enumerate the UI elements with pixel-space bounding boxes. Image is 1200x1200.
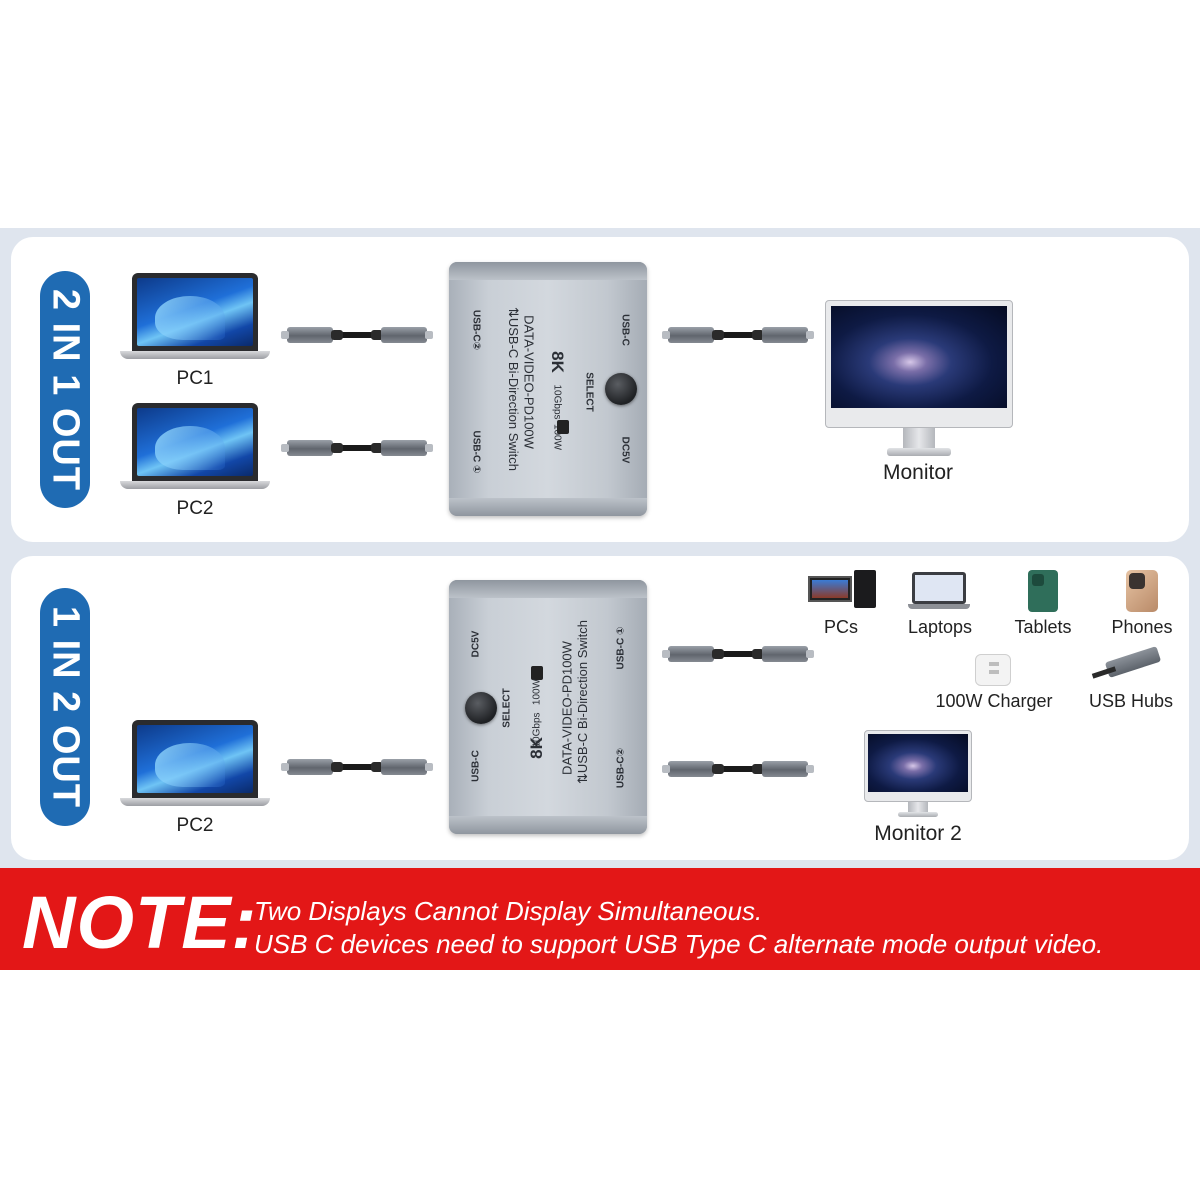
tablet-icon xyxy=(1028,570,1058,612)
port-label-out-2: USB-C② xyxy=(615,747,627,789)
monitor-label: Monitor xyxy=(882,461,954,484)
switch-title: ⇅USB-C Bi-Direction Switch xyxy=(506,306,521,472)
spec-power: 100W xyxy=(531,678,543,706)
port-label-out-1: USB-C ① xyxy=(615,626,627,670)
power-icon xyxy=(531,666,543,680)
switch-subtitle: DATA-VIDEO-PD100W xyxy=(521,315,537,449)
device-label-usb-hubs: USB Hubs xyxy=(1088,691,1174,711)
usb-c-cable-icon xyxy=(281,440,433,456)
desktop-pc-icon xyxy=(808,570,878,610)
monitor-icon xyxy=(864,730,972,818)
power-icon xyxy=(557,420,569,434)
device-label-laptops: Laptops xyxy=(907,617,973,637)
usb-c-cable-icon xyxy=(662,761,814,777)
note-line-2: USB C devices need to support USB Type C… xyxy=(254,929,1104,959)
select-label: SELECT xyxy=(583,372,595,412)
switch-subtitle: DATA-VIDEO-PD100W xyxy=(559,641,575,775)
laptop-icon xyxy=(120,273,270,359)
device-label-charger: 100W Charger xyxy=(935,691,1053,711)
select-button[interactable] xyxy=(605,373,637,405)
pc1-label: PC1 xyxy=(176,368,214,389)
spec-bandwidth: 10Gbps xyxy=(551,384,563,420)
note-line-1: Two Displays Cannot Display Simultaneous… xyxy=(254,896,763,926)
usb-c-cable-icon xyxy=(281,327,433,343)
device-label-tablets: Tablets xyxy=(1014,617,1072,637)
select-button[interactable] xyxy=(465,692,497,724)
usb-c-cable-icon xyxy=(281,759,433,775)
select-label: SELECT xyxy=(501,688,513,728)
port-label-in: USB-C xyxy=(470,750,482,782)
port-label-out: USB-C xyxy=(619,314,631,346)
usb-c-cable-icon xyxy=(662,646,814,662)
power-port-label: DC5V xyxy=(619,436,631,464)
port-label-in-1: USB-C ① xyxy=(470,430,482,474)
device-label-phones: Phones xyxy=(1111,617,1173,637)
pc2-label: PC2 xyxy=(176,498,214,519)
laptop-icon xyxy=(908,572,970,610)
note-heading: NOTE: xyxy=(22,881,258,964)
monitor-icon xyxy=(825,300,1013,456)
mode-badge-label: 2 IN 1 OUT xyxy=(44,288,87,491)
pc2-label: PC2 xyxy=(176,815,214,836)
port-label-in-2: USB-C② xyxy=(470,309,482,351)
usb-c-cable-icon xyxy=(662,327,814,343)
phone-icon xyxy=(1126,570,1158,612)
usb-c-switch-device: DC5V USB-C SELECT 100W 10Gbps 8K DATA-VI… xyxy=(449,580,647,834)
badge-8k: 8K xyxy=(548,351,567,373)
badge-8k: 8K xyxy=(527,737,546,759)
mode-badge-2-in-1-out: 2 IN 1 OUT xyxy=(40,271,90,508)
monitor-2-label: Monitor 2 xyxy=(874,822,962,845)
charger-icon xyxy=(975,650,1013,686)
laptop-icon xyxy=(120,720,270,806)
usb-hub-icon xyxy=(1091,646,1162,686)
device-label-pcs: PCs xyxy=(823,617,859,637)
mode-badge-label: 1 IN 2 OUT xyxy=(44,605,87,809)
switch-title: ⇅USB-C Bi-Direction Switch xyxy=(575,619,590,785)
note-banner: NOTE: Two Displays Cannot Display Simult… xyxy=(0,868,1200,970)
laptop-icon xyxy=(120,403,270,489)
mode-badge-1-in-2-out: 1 IN 2 OUT xyxy=(40,588,90,826)
usb-c-switch-device: USB-C② USB-C ① ⇅USB-C Bi-Direction Switc… xyxy=(449,262,647,516)
power-port-label: DC5V xyxy=(470,630,482,658)
